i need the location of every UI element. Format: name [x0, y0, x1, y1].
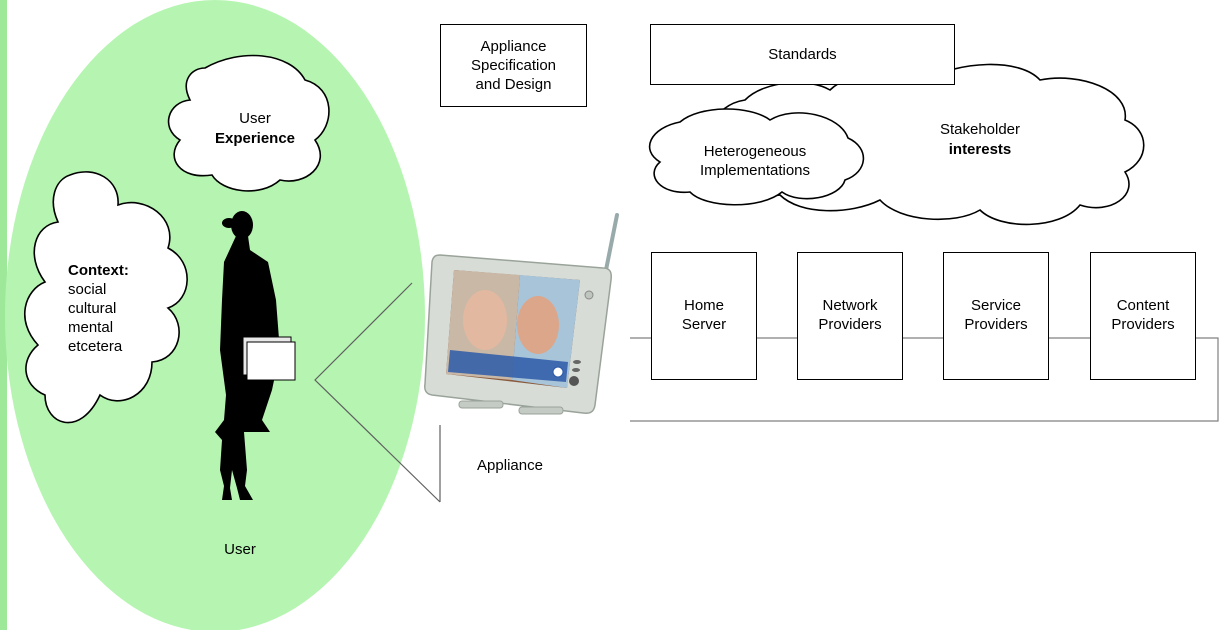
context-item-cultural: cultural: [68, 300, 117, 317]
context-cloud: [23, 171, 188, 424]
provider-network-line-2: Providers: [818, 316, 882, 333]
appliance-caption: Appliance: [477, 457, 543, 474]
provider-content-line-1: Content: [1116, 297, 1170, 314]
heterogeneous-cloud: [648, 108, 865, 206]
stakeholder-line-2: interests: [948, 141, 1012, 158]
stakeholder-line-1: Stakeholder: [939, 121, 1021, 138]
provider-box-service: [943, 252, 1049, 380]
left-edge-strip: [0, 0, 7, 630]
heterogeneous-line-1: Heterogeneous: [703, 143, 807, 160]
standards-label: Standards: [768, 46, 837, 63]
provider-bus: [630, 337, 1219, 422]
context-item-social: social: [68, 281, 107, 298]
provider-service-line-2: Providers: [964, 316, 1028, 333]
provider-home-server-line-2: Server: [681, 316, 727, 333]
context-item-etcetera: etcetera: [68, 338, 123, 355]
spec-line-3: and Design: [475, 76, 552, 93]
spec-line-2: Specification: [470, 57, 557, 74]
tablet-device-icon: [424, 213, 619, 415]
user-appliance-wedge: [314, 282, 441, 503]
context-heading: Context:: [68, 262, 129, 279]
experience-line-1: User: [239, 110, 271, 127]
provider-box-content: [1090, 252, 1196, 380]
experience-line-2: Experience: [214, 130, 296, 147]
provider-box-home-server: [651, 252, 757, 380]
heterogeneous-line-2: Implementations: [699, 162, 811, 179]
provider-service-line-1: Service: [970, 297, 1022, 314]
experience-cloud: [167, 54, 330, 192]
provider-home-server-line-1: Home: [683, 297, 724, 314]
woman-silhouette-icon: [215, 211, 296, 500]
spec-line-1: Appliance: [480, 38, 547, 55]
provider-network-line-1: Network: [822, 297, 878, 314]
standards-box: [650, 24, 955, 85]
provider-content-line-2: Providers: [1111, 316, 1175, 333]
appliance-spec-box: [440, 24, 587, 107]
user-caption: User: [224, 541, 256, 558]
context-item-mental: mental: [68, 319, 114, 336]
provider-box-network: [797, 252, 903, 380]
